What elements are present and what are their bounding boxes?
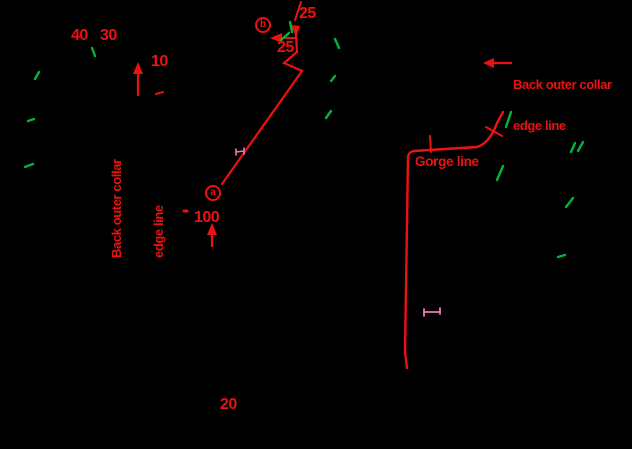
tick-near-10 [155, 91, 164, 95]
green-curve-dash [33, 70, 41, 81]
left-collar-edge-label: Back outer collar edge line [82, 134, 194, 258]
pink-notch-marker-left [235, 147, 245, 156]
neck-curve-tick [485, 126, 503, 137]
left-collar-arrowhead [133, 62, 143, 74]
green-curve-dash [576, 140, 585, 153]
green-curve-dash [556, 253, 567, 259]
right-collar-edge-label-line1: Back outer collar [513, 77, 612, 92]
gorge-and-neck-path [403, 110, 505, 370]
green-curve-dash [288, 20, 294, 34]
green-curve-dash [23, 162, 35, 169]
green-curve-dash [333, 37, 341, 50]
green-curve-dash [329, 74, 337, 83]
dimension-label-40: 40 [71, 27, 88, 44]
dimension-label-10: 10 [151, 53, 168, 70]
point-marker-a: a [205, 185, 221, 201]
right-collar-arrowhead [483, 58, 494, 68]
dimension-label-25-top: 25 [299, 5, 316, 22]
left-collar-edge-label-line1: Back outer collar [109, 159, 124, 258]
down-arrowhead [291, 25, 300, 37]
dimension-label-100: 100 [194, 209, 220, 226]
gorge-line-tick [429, 135, 432, 153]
dim-25-leader-line [294, 1, 302, 21]
green-curve-dash [495, 164, 505, 182]
collar-edge-diagonal-path [220, 32, 304, 186]
dim-100-arrowhead [207, 223, 217, 235]
green-curve-dash [324, 109, 333, 120]
green-curve-dash [564, 196, 575, 209]
point-marker-b: b [255, 17, 271, 33]
left-collar-edge-label-line2: edge line [151, 205, 166, 258]
green-curve-dash [279, 31, 291, 42]
gorge-line-label: Gorge line [415, 154, 479, 169]
green-curve-dash [26, 117, 36, 123]
point-b-arrowhead [270, 33, 282, 43]
green-curve-dash [90, 46, 97, 58]
green-curve-dash [569, 141, 577, 154]
pink-notch-marker-right [423, 307, 441, 317]
dimension-label-25-mid: 25 [277, 39, 294, 56]
right-collar-edge-label: Back outer collar edge line [513, 51, 612, 159]
dimension-label-20: 20 [220, 396, 237, 413]
right-collar-edge-label-line2: edge line [513, 117, 566, 133]
dimension-label-30: 30 [100, 27, 117, 44]
green-curve-dash [504, 110, 513, 129]
